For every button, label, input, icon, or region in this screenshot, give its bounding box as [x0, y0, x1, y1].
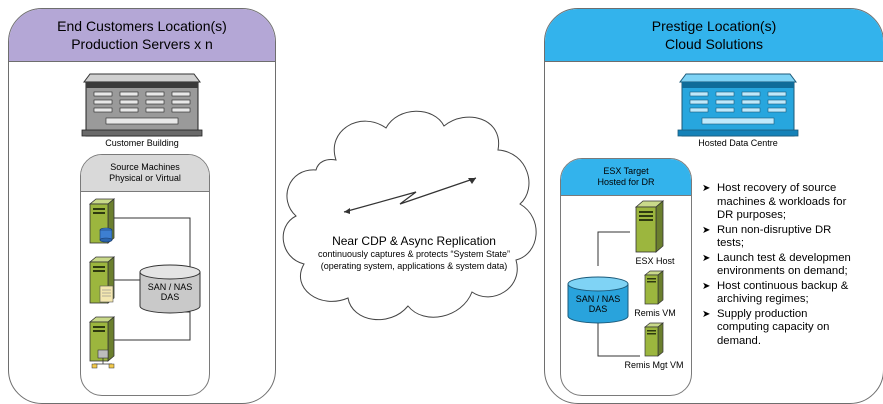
capability-line: Supply production [717, 307, 808, 320]
target-connection-lines [597, 231, 640, 357]
hosted-data-centre-label: Hosted Data Centre [698, 138, 778, 148]
capability-line: archiving regimes; [717, 293, 809, 305]
target-san-label: SAN / NAS DAS [566, 294, 630, 314]
esx-target-header: ESX Target Hosted for DR [561, 159, 691, 196]
target-san-label-line1: SAN / NAS [575, 294, 621, 304]
arrowhead-bullet-icon: ➤ [702, 183, 711, 194]
remis-vm-server-icon [644, 270, 664, 305]
customer-location-title: End Customers Location(s) [57, 18, 227, 34]
capability-line: Host continuous backup & [717, 279, 849, 292]
capability-line: Launch test & developmen [717, 251, 851, 264]
target-san-label-line2: DAS [588, 304, 608, 314]
customer-location-subtitle: Production Servers x n [71, 36, 213, 52]
capability-line: demand. [717, 334, 761, 347]
source-san-label-line1: SAN / NAS [147, 282, 193, 292]
remis-mgt-vm-server-icon [644, 322, 664, 357]
server-with-network-icon [88, 316, 116, 369]
prestige-location-header: Prestige Location(s) Cloud Solutions [545, 9, 883, 62]
arrowhead-bullet-icon: ➤ [702, 308, 711, 320]
remis-mgt-vm-label: Remis Mgt VM [624, 360, 684, 370]
server-with-document-icon [88, 256, 116, 304]
source-san-storage-icon [139, 264, 201, 314]
customer-building-icon [81, 73, 203, 137]
source-san-label: SAN / NAS DAS [138, 282, 202, 302]
replication-title: Near CDP & Async Replication [332, 234, 496, 248]
replication-line2: continuously captures & protects “System… [317, 249, 511, 259]
arrowhead-bullet-icon: ➤ [702, 280, 711, 292]
source-machines-subtitle: Physical or Virtual [109, 173, 181, 183]
arrowhead-bullet-icon: ➤ [702, 252, 711, 264]
prestige-location-panel: Prestige Location(s) Cloud Solutions [544, 8, 883, 404]
arrowhead-bullet-icon: ➤ [702, 224, 711, 236]
capability-line: machines & workloads for [717, 195, 847, 208]
customer-location-header: End Customers Location(s) Production Ser… [9, 9, 275, 62]
source-machines-title: Source Machines [110, 162, 180, 172]
prestige-location-title: Prestige Location(s) [651, 18, 777, 34]
capability-line: Run non-disruptive DR [717, 223, 832, 236]
prestige-location-subtitle: Cloud Solutions [664, 36, 764, 52]
source-machines-header: Source Machines Physical or Virtual [81, 155, 209, 192]
remis-vm-label: Remis VM [634, 308, 676, 318]
capability-line: environments on demand; [717, 265, 848, 277]
esx-target-subtitle: Hosted for DR [597, 177, 655, 187]
server-with-database-icon [88, 198, 116, 244]
capability-line: DR purposes; [717, 209, 787, 221]
capability-line: computing capacity on [717, 321, 830, 333]
esx-target-title: ESX Target [603, 166, 649, 176]
customer-building-label: Customer Building [105, 138, 179, 148]
target-san-storage-icon [567, 276, 629, 324]
esx-host-label: ESX Host [635, 256, 675, 266]
replication-cloud [282, 110, 537, 321]
hosted-data-centre-icon [677, 73, 799, 137]
capability-item: ➤ Host continuous backup &archiving regim… [702, 280, 882, 307]
capability-line: Host recovery of source [717, 182, 837, 194]
esx-host-server-icon [634, 200, 665, 253]
source-san-label-line2: DAS [160, 292, 180, 302]
replication-line3: (operating system, applications & system… [320, 261, 508, 271]
capability-line: tests; [717, 237, 744, 249]
